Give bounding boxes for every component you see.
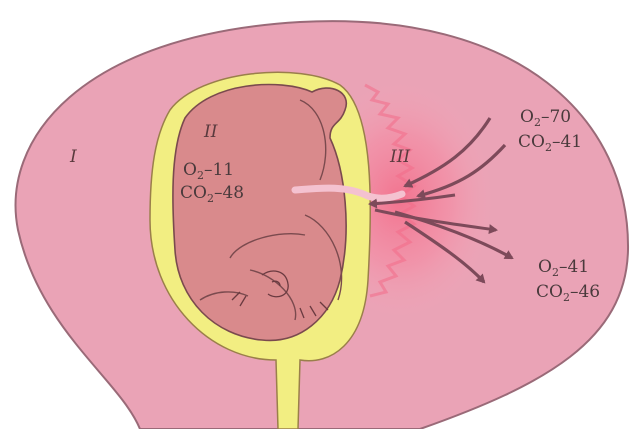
region-label-placenta: III bbox=[389, 147, 410, 167]
maternal-venous-o2-label: O2–41 bbox=[538, 257, 589, 279]
fetal-o2-label: O2–11 bbox=[183, 160, 234, 182]
region-label-fetus: II bbox=[203, 122, 218, 142]
region-label-uterus: I bbox=[69, 147, 77, 167]
maternal-arterial-o2-label: O2–70 bbox=[520, 107, 571, 129]
